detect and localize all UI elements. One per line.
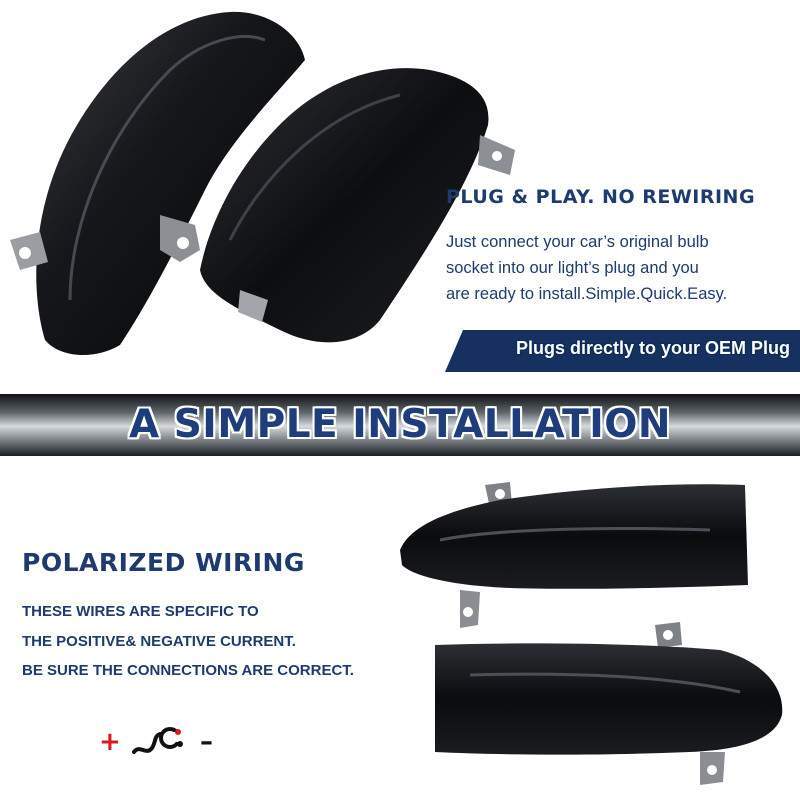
left-lens bbox=[10, 11, 306, 356]
positive-symbol: + bbox=[99, 727, 121, 757]
negative-symbol: – bbox=[200, 727, 213, 757]
installation-banner bbox=[0, 394, 800, 456]
polarized-wiring-heading: POLARIZED WIRING bbox=[22, 548, 305, 577]
product-image-top bbox=[10, 11, 515, 356]
polarized-line: THESE WIRES ARE SPECIFIC TO bbox=[22, 603, 259, 620]
oem-plug-ribbon bbox=[445, 330, 800, 372]
upper-lens bbox=[400, 482, 748, 628]
plug-description: Just connect your car’s original bulb so… bbox=[446, 229, 786, 307]
plug-description-line: socket into our light’s plug and you bbox=[446, 259, 699, 277]
right-lens bbox=[200, 68, 515, 343]
wire-plug-icon bbox=[132, 727, 184, 754]
product-image-bottom bbox=[400, 482, 783, 785]
polarized-line: BE SURE THE CONNECTIONS ARE CORRECT. bbox=[22, 662, 354, 679]
polarized-line: THE POSITIVE& NEGATIVE CURRENT. bbox=[22, 633, 296, 650]
plug-description-line: Just connect your car’s original bulb bbox=[446, 233, 709, 251]
installation-banner-title: A SIMPLE INSTALLATION bbox=[128, 402, 672, 447]
lower-lens bbox=[435, 622, 783, 785]
oem-plug-ribbon-text: Plugs directly to your OEM Plug bbox=[515, 338, 790, 358]
plug-and-play-heading: PLUG & PLAY. NO REWIRING bbox=[446, 186, 756, 208]
plug-description-line: are ready to install.Simple.Quick.Easy. bbox=[446, 285, 728, 303]
